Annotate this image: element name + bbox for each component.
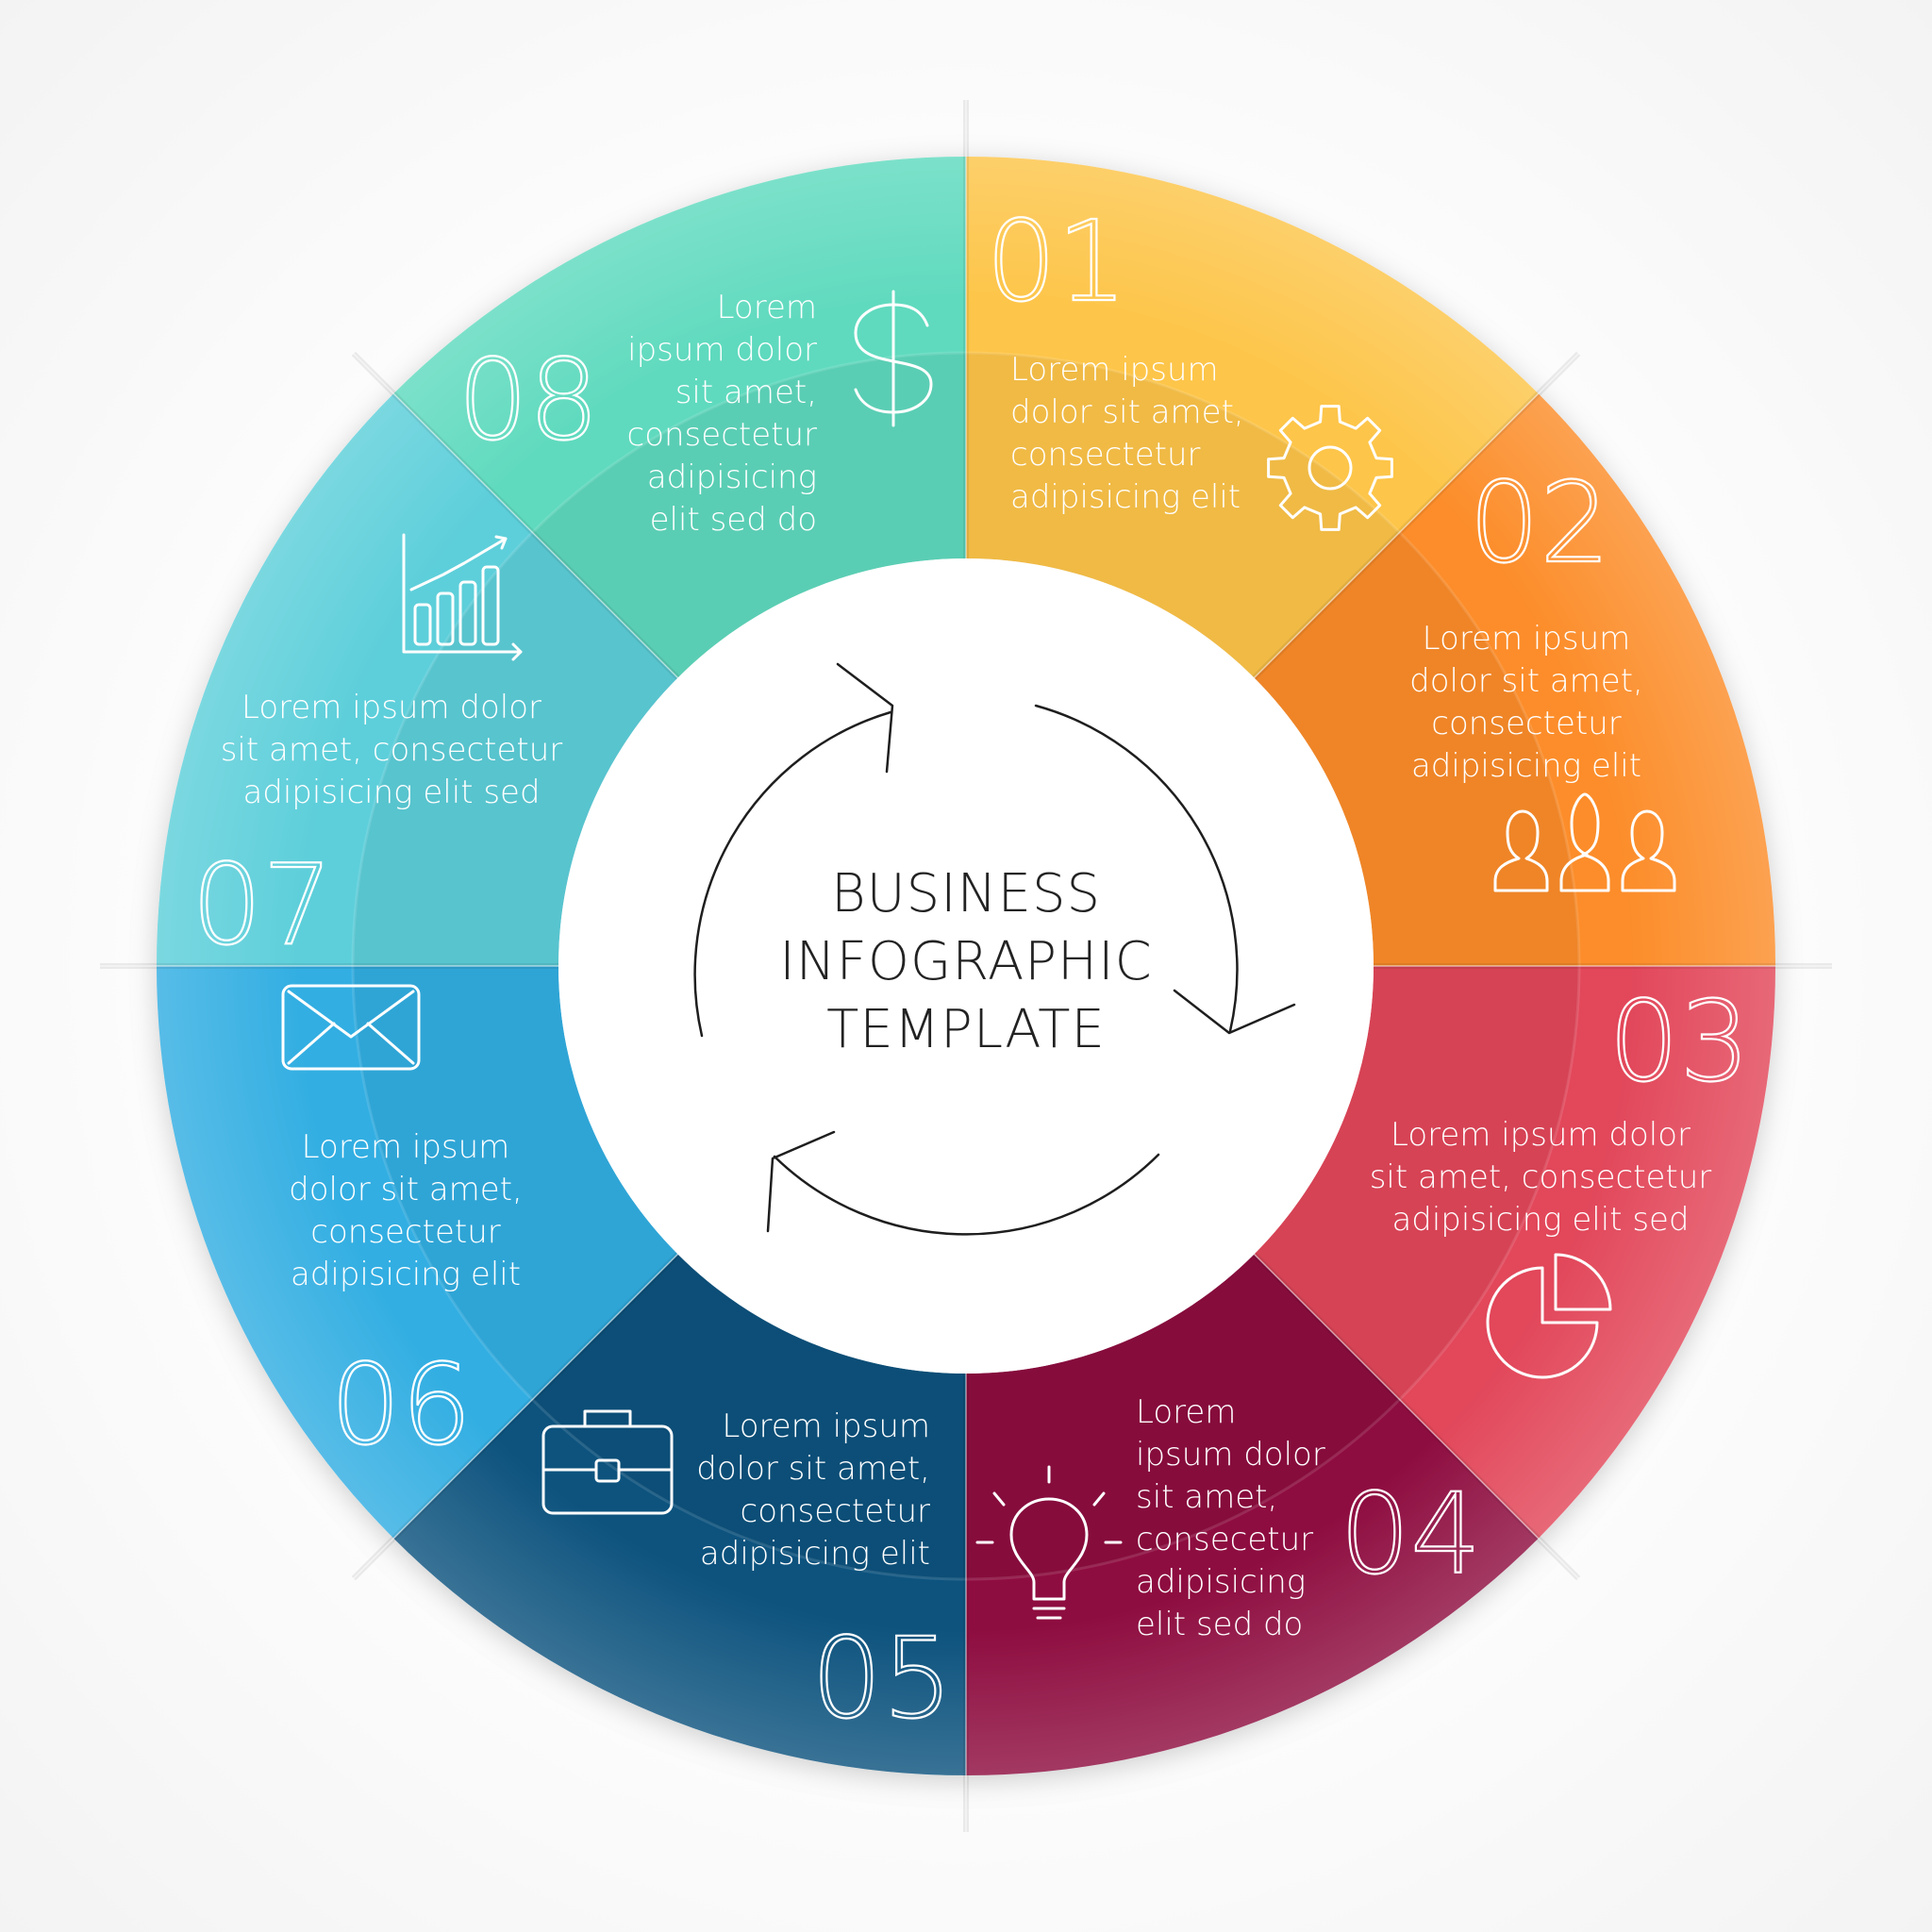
segment-text-02: Lorem ipsum [1423,620,1631,658]
segment-text-04: ipsum dolor [1136,1436,1325,1474]
divider-highlight [1233,1233,1579,1579]
segment-text-08: adipisicing [647,458,817,496]
segment-text-02: consectetur [1431,705,1621,742]
segment-number-03: 03 [1608,976,1750,1107]
segment-number-05: 05 [811,1613,953,1743]
segment-number-07: 07 [192,840,333,970]
segment-text-05: consectetur [741,1492,930,1530]
segment-number-04: 04 [1340,1469,1481,1599]
segment-text-05: dolor sit amet, [696,1450,930,1488]
segment-text-04: sit amet, [1136,1478,1277,1516]
cycle-arrow-top [693,710,892,1038]
gear-icon [1267,405,1393,531]
segment-text-06: adipisicing elit [291,1256,521,1293]
segment-text-03: adipisicing elit sed [1391,1201,1689,1239]
segment-text-06: Lorem ipsum [302,1128,510,1166]
segment-text-07: Lorem ipsum dolor [242,689,541,726]
segment-text-01: adipisicing elit [1010,478,1241,516]
envelope-icon [281,984,421,1071]
segment-number-02: 02 [1469,458,1610,588]
segment-text-08: Lorem [717,289,817,326]
segment-text-05: Lorem ipsum [722,1407,930,1445]
segment-text-02: adipisicing elit [1411,747,1641,785]
divider-highlight [353,353,699,699]
cycle-arrow-bottom [773,1153,1160,1236]
segment-text-01: Lorem ipsum [1010,351,1219,389]
cycle-arrow-right [1034,704,1239,1033]
segment-text-06: dolor sit amet, [289,1171,523,1208]
segment-text-07: sit amet, consectetur [221,731,563,769]
people-icon [1493,792,1676,892]
segment-text-08: elit sed do [650,501,817,539]
segment-text-08: ipsum dolor [627,331,817,369]
segment-text-04: adipisicing [1136,1563,1306,1601]
segment-text-04: elit sed do [1136,1606,1303,1643]
segment-number-01: 01 [986,196,1127,326]
segment-text-08: sit amet, [675,374,817,411]
pie-chart-icon [1486,1253,1612,1379]
divider-highlight [1233,353,1579,699]
segment-text-03: Lorem ipsum dolor [1391,1116,1690,1154]
center-title: BUSINESS INFOGRAPHIC TEMPLATE [779,863,1153,1060]
cycle-arrows [693,662,1296,1236]
center-title-line-2: INFOGRAPHIC [779,931,1153,992]
segment-text-08: consectetur [627,416,817,454]
segment-text-03: sit amet, consectetur [1370,1158,1712,1196]
briefcase-icon [541,1409,674,1515]
center-title-line-1: BUSINESS [831,863,1101,924]
segment-text-04: consecetur [1136,1521,1313,1558]
segment-text-01: dolor sit amet, [1010,393,1244,431]
center-title-line-3: TEMPLATE [826,999,1106,1060]
bar-chart-icon [402,533,523,661]
segment-text-07: adipisicing elit sed [242,774,540,811]
cycle-arrow-top-head [836,662,894,774]
center-disc [558,558,1374,1374]
dollar-icon [854,290,933,427]
segment-text-06: consectetur [310,1213,500,1251]
segment-number-06: 06 [330,1340,472,1470]
divider-highlight [353,1233,699,1579]
lightbulb-icon [975,1465,1123,1620]
cycle-arrow-right-head [1173,989,1296,1035]
segment-number-08: 08 [458,335,599,465]
segment-text-05: adipisicing elit [700,1535,930,1573]
segment-text-02: dolor sit amet, [1409,662,1643,700]
segment-text-01: consectetur [1010,436,1200,474]
segment-text-04: Lorem [1136,1393,1236,1431]
cycle-arrow-bottom-head [766,1130,836,1233]
